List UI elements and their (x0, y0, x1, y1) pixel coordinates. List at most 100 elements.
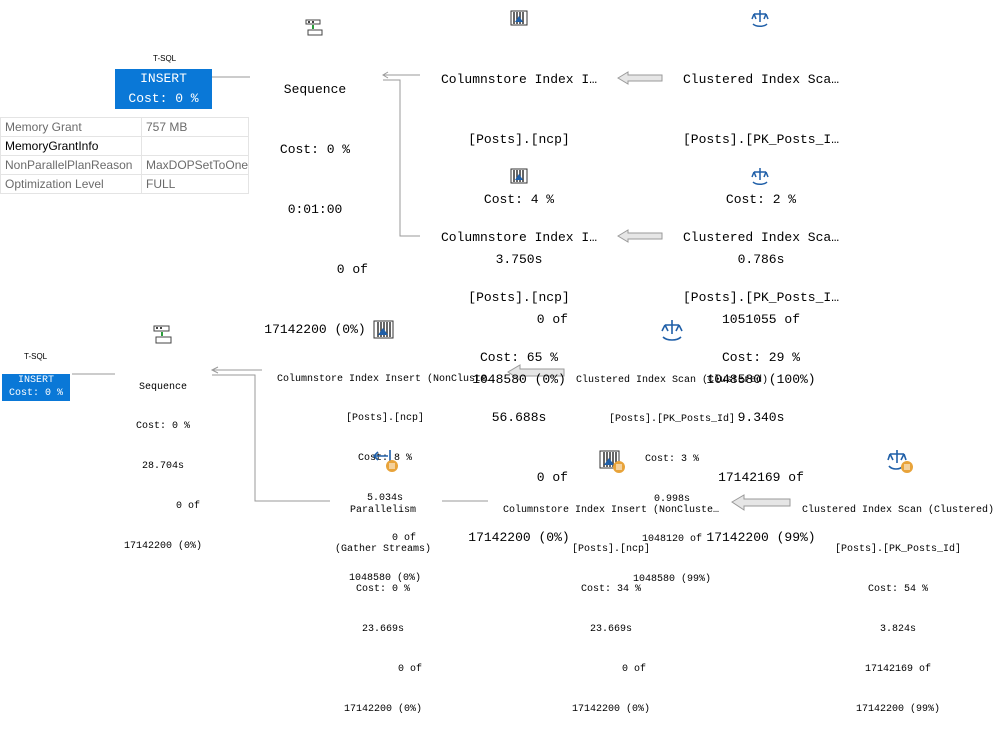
insert-root-node[interactable]: INSERT Cost: 0 % (2, 374, 70, 401)
operator-object: [Posts].[ncp] (468, 290, 570, 305)
operator-time: 56.688s (491, 410, 547, 425)
clustered-index-scan-node[interactable]: Clustered Index Sca… [Posts].[PK_Posts_I… (658, 188, 864, 568)
operator-rows-total: 1048580 (0%) (472, 372, 566, 387)
operator-cost: Cost: 0 % (279, 142, 351, 157)
property-row: MemoryGrantInfo (0, 136, 250, 156)
operator-rows: 0 of (391, 533, 416, 545)
operator-rows-total: 17142200 (99%) (855, 704, 940, 716)
connector-top-sequence-branch (383, 74, 420, 237)
operator-time: 0:01:00 (287, 202, 343, 217)
sequence-icon (153, 325, 172, 344)
clustered-index-scan-icon (661, 320, 683, 341)
operator-time: 9.340s (737, 410, 785, 425)
tsql-label: T-SQL (24, 352, 48, 361)
sequence-node[interactable]: Sequence Cost: 0 % 28.704s 0 of 17142200… (108, 354, 218, 567)
tsql-label: T-SQL (153, 54, 177, 63)
operator-time: 3.824s (879, 624, 916, 636)
sequence-node[interactable]: Sequence Cost: 0 % 0:01:00 0 of 17142200… (250, 40, 380, 360)
connectors (72, 71, 791, 511)
property-name: NonParallelPlanReason (0, 155, 142, 175)
property-value: MaxDOPSetToOne (140, 155, 250, 175)
operator-rows: 0 of (397, 664, 422, 676)
clustered-index-scan-icon (751, 10, 769, 27)
operator-rows-total: 17142200 (0%) (343, 704, 422, 716)
operator-name: Clustered Index Scan (Clustered) (801, 504, 995, 516)
operator-name: Sequence (283, 82, 347, 97)
operator-cost: Cost: 2 % (725, 192, 797, 207)
operator-rows: 1048120 of (641, 534, 702, 546)
columnstore-insert-node[interactable]: Columnstore Index I… [Posts].[ncp] Cost:… (418, 30, 620, 410)
operator-cost: Cost: 4 % (483, 192, 555, 207)
operator-name: Columnstore Index I… (440, 72, 598, 87)
clustered-index-scan-icon (751, 168, 769, 185)
flow-arrow-top-1 (617, 71, 663, 85)
clustered-index-scan-node[interactable]: Clustered Index Scan (Clustered) [Posts]… (790, 477, 1006, 730)
insert-root-node[interactable]: INSERT Cost: 0 % (115, 69, 212, 109)
operator-time: 3.750s (495, 252, 543, 267)
insert-label: INSERT (140, 71, 187, 86)
operator-time: 23.669s (361, 624, 404, 636)
operator-rows-total: 17142200 (0%) (468, 530, 570, 545)
insert-cost: Cost: 0 % (128, 91, 199, 106)
operator-name: Columnstore Index I… (440, 230, 598, 245)
operator-cost: Cost: 0 % (135, 421, 190, 433)
property-value: 757 MB (140, 117, 250, 137)
columnstore-insert-node[interactable]: Columnstore Index Insert (NonCluste… [Po… (488, 477, 734, 730)
columnstore-insert-icon (373, 320, 394, 339)
operator-object: [Posts].[PK_Posts_I… (682, 132, 840, 147)
insert-label: INSERT (17, 375, 54, 386)
operator-object: [Posts].[PK_Posts_Id] (608, 414, 736, 426)
operator-rows: 0 of (175, 501, 200, 513)
columnstore-insert-node[interactable]: Columnstore Index I… [Posts].[ncp] Cost:… (418, 188, 620, 568)
operator-cost: Cost: 54 % (867, 584, 928, 596)
parallelism-node[interactable]: Parallelism (Gather Streams) Cost: 0 % 2… (320, 477, 446, 730)
operator-name: Columnstore Index Insert (NonCluste… (502, 504, 720, 516)
insert-cost: Cost: 0 % (8, 388, 63, 400)
operator-rows-total: 1048580 (100%) (706, 372, 816, 387)
operator-rows-total: 17142200 (0%) (571, 704, 650, 716)
operator-time: 0.786s (737, 252, 785, 267)
arrowhead-bottom-seq (210, 366, 219, 374)
operator-cost: Cost: 65 % (479, 350, 558, 365)
sequence-icon (305, 19, 323, 36)
operator-object: [Posts].[PK_Posts_I… (682, 290, 840, 305)
columnstore-insert-icon (510, 10, 528, 26)
arrowhead-top-seq (382, 71, 389, 79)
operator-cost: Cost: 34 % (580, 584, 641, 596)
operator-time: 23.669s (589, 624, 632, 636)
operator-rows-total: 17142200 (0%) (264, 322, 366, 337)
operator-rows: 17142169 of (718, 470, 804, 485)
operator-time: 28.704s (141, 461, 184, 473)
operator-time: 5.034s (366, 493, 403, 505)
operator-time: 0.998s (653, 494, 690, 506)
operator-rows: 1051055 of (721, 312, 800, 327)
operator-cost: Cost: 3 % (644, 454, 699, 466)
property-name: Memory Grant (0, 117, 142, 137)
operator-object: [Posts].[ncp] (468, 132, 570, 147)
columnstore-insert-icon (510, 168, 528, 184)
operator-rows: 0 of (621, 664, 646, 676)
operator-cost: Cost: 8 % (357, 453, 412, 465)
operator-object: [Posts].[PK_Posts_Id] (834, 544, 962, 556)
operator-rows: 17142169 of (864, 664, 931, 676)
operator-rows: 0 of (336, 262, 368, 277)
operator-name: Clustered Index Sca… (682, 230, 840, 245)
flow-arrow-bottom-1 (507, 364, 565, 381)
property-name: Optimization Level (0, 174, 142, 194)
operator-rows-total: 17142200 (99%) (706, 530, 816, 545)
clustered-index-scan-icon (887, 450, 913, 473)
clustered-index-scan-node[interactable]: Clustered Index Sca… [Posts].[PK_Posts_I… (658, 30, 864, 410)
property-name: MemoryGrantInfo (0, 136, 142, 156)
operator-name: Parallelism (349, 504, 416, 516)
operator-name: Sequence (138, 381, 187, 393)
operator-object: [Posts].[ncp] (571, 544, 650, 556)
columnstore-insert-icon (599, 450, 625, 473)
parallelism-icon (372, 450, 398, 472)
operator-rows: 0 of (536, 312, 568, 327)
operator-cost: Cost: 0 % (355, 584, 410, 596)
operator-object: [Posts].[ncp] (345, 413, 424, 425)
